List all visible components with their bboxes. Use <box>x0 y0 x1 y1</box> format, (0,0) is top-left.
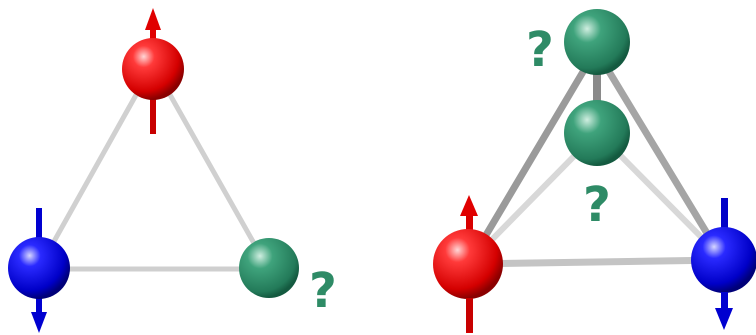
bond-top-to-right <box>598 56 726 262</box>
bond-top-to-left <box>466 56 594 266</box>
spin-up-atom-top <box>122 8 184 134</box>
unknown-atom-right <box>239 238 299 298</box>
bond-top-left <box>35 67 153 273</box>
question-mark-middle: ? <box>583 177 611 233</box>
question-mark-top: ? <box>526 22 554 78</box>
bond-top-right <box>153 67 271 271</box>
unknown-atom-middle <box>564 100 630 166</box>
triangle-panel: ? <box>8 8 337 333</box>
bond-left-to-right <box>466 256 728 268</box>
unknown-atom-top <box>564 9 630 75</box>
tetrahedron-panel: ? ? <box>433 9 756 333</box>
question-mark: ? <box>309 263 337 319</box>
spin-up-atom-left <box>433 195 503 333</box>
spin-down-atom-right <box>691 198 756 330</box>
spin-down-atom-left <box>8 208 70 333</box>
